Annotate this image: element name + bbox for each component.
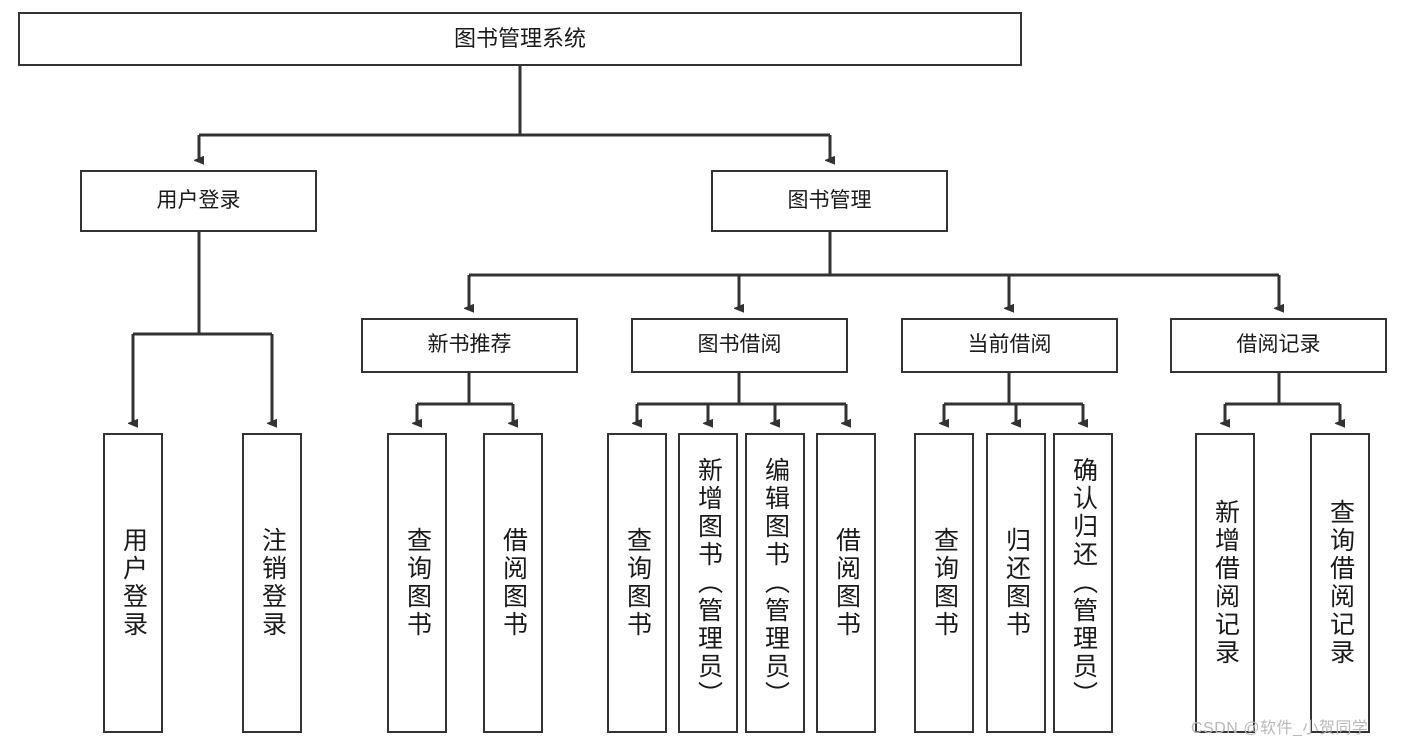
- node-new-book-recommend[interactable]: 新书推荐: [361, 318, 578, 373]
- node-label: 借阅图书: [499, 527, 528, 639]
- node-label: 用户登录: [119, 527, 148, 639]
- leaf-borrow-book-2[interactable]: 借阅图书: [816, 433, 876, 733]
- leaf-borrow-book-1[interactable]: 借阅图书: [483, 433, 543, 733]
- node-label: 归还图书: [1002, 527, 1031, 639]
- node-book-management[interactable]: 图书管理: [711, 170, 948, 232]
- node-label: 新增图书（管理员）: [694, 457, 723, 709]
- csdn-watermark: CSDN @软件_小贺同学: [1191, 720, 1369, 737]
- node-label: 查询借阅记录: [1326, 499, 1355, 667]
- node-label: 查询图书: [403, 527, 432, 639]
- leaf-add-book-admin[interactable]: 新增图书（管理员）: [678, 433, 738, 733]
- node-label: 新增借阅记录: [1211, 499, 1240, 667]
- node-user-login[interactable]: 用户登录: [80, 170, 317, 232]
- leaf-query-book-1[interactable]: 查询图书: [387, 433, 447, 733]
- node-label: 用户登录: [156, 188, 241, 212]
- leaf-query-borrow-record[interactable]: 查询借阅记录: [1310, 433, 1370, 733]
- node-label: 借阅记录: [1236, 333, 1321, 357]
- leaf-confirm-return-admin[interactable]: 确认归还（管理员）: [1053, 433, 1113, 733]
- node-book-borrow[interactable]: 图书借阅: [631, 318, 848, 373]
- node-label: 确认归还（管理员）: [1069, 457, 1098, 709]
- node-label: 新书推荐: [427, 333, 512, 357]
- leaf-logout-login[interactable]: 注销登录: [242, 433, 302, 733]
- leaf-add-borrow-record[interactable]: 新增借阅记录: [1195, 433, 1255, 733]
- node-borrow-record[interactable]: 借阅记录: [1170, 318, 1387, 373]
- node-label: 图书管理: [787, 188, 872, 212]
- node-root-book-management-system[interactable]: 图书管理系统: [18, 12, 1022, 66]
- node-label: 编辑图书（管理员）: [761, 457, 790, 709]
- node-label: 图书管理系统: [453, 26, 586, 52]
- node-label: 当前借阅: [967, 333, 1052, 357]
- node-label: 查询图书: [930, 527, 959, 639]
- node-label: 注销登录: [258, 527, 287, 639]
- node-label: 图书借阅: [697, 333, 782, 357]
- node-label: 查询图书: [623, 527, 652, 639]
- leaf-user-login[interactable]: 用户登录: [103, 433, 163, 733]
- leaf-query-book-2[interactable]: 查询图书: [607, 433, 667, 733]
- node-label: 借阅图书: [832, 527, 861, 639]
- node-current-borrow[interactable]: 当前借阅: [901, 318, 1118, 373]
- leaf-return-book[interactable]: 归还图书: [986, 433, 1046, 733]
- leaf-edit-book-admin[interactable]: 编辑图书（管理员）: [745, 433, 805, 733]
- leaf-query-book-3[interactable]: 查询图书: [914, 433, 974, 733]
